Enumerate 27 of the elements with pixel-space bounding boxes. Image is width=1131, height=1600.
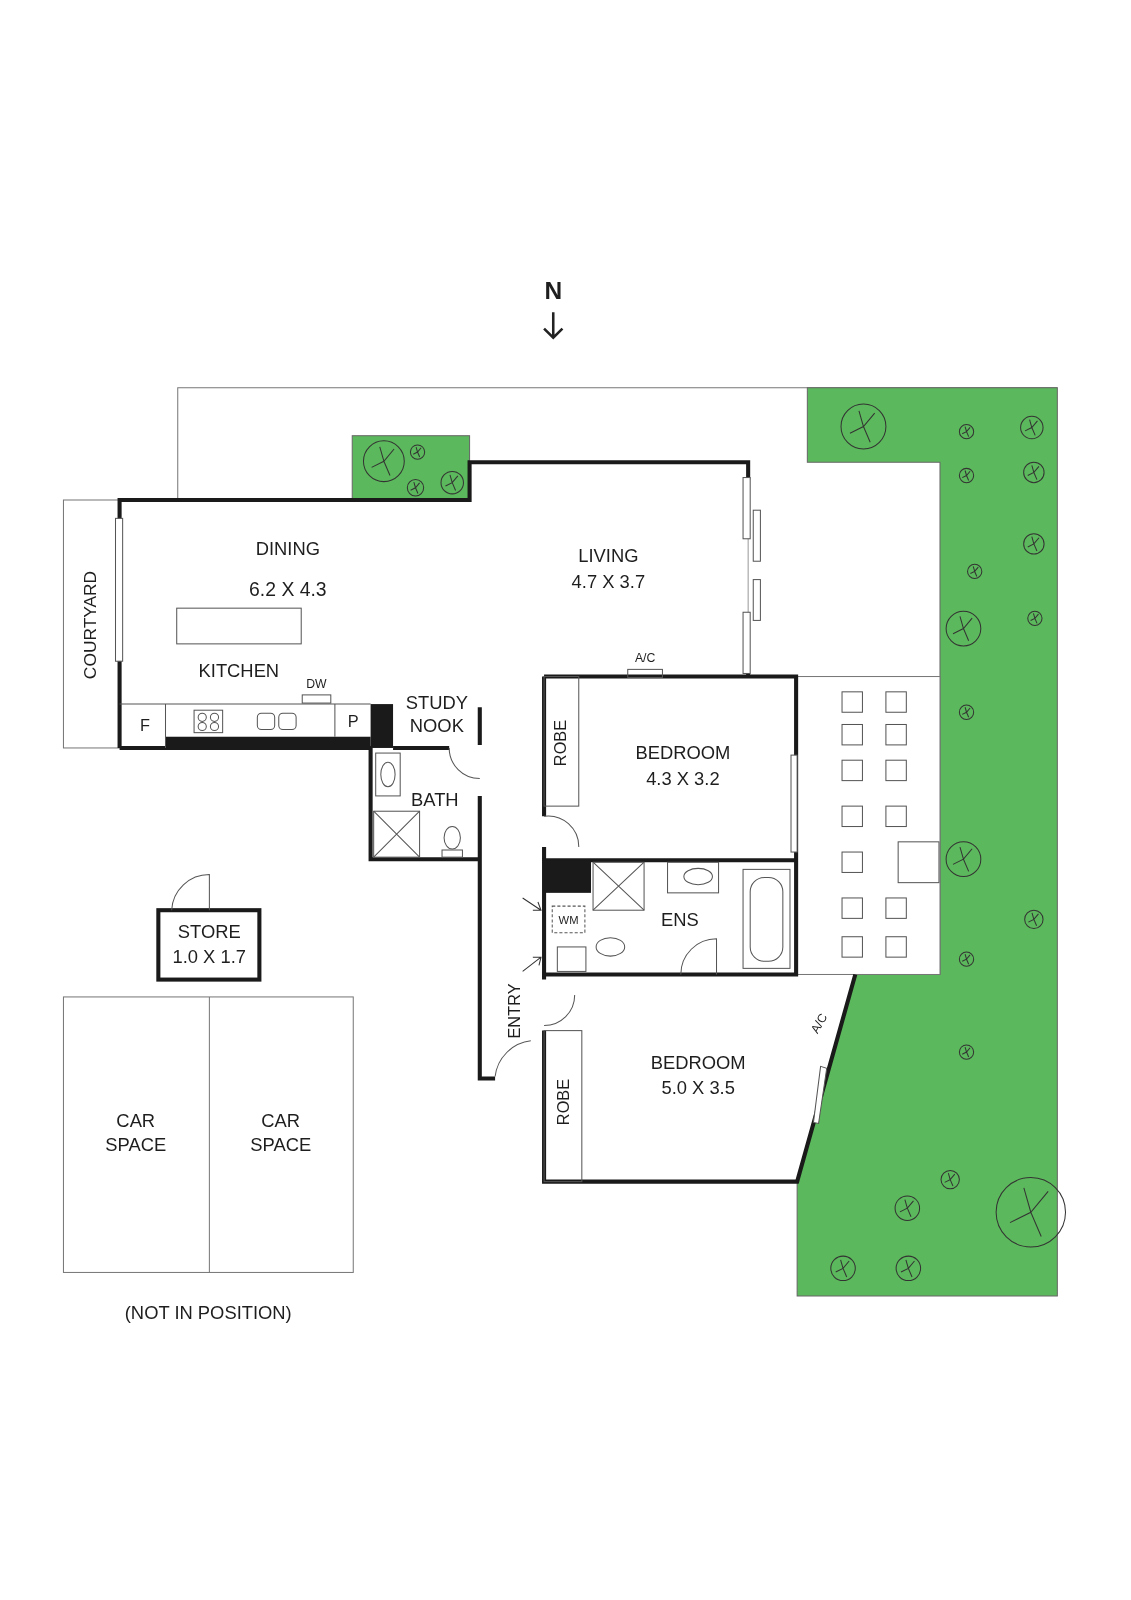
room-label: ROBE	[553, 1079, 574, 1126]
room-label: STUDY NOOK	[404, 690, 469, 739]
room-label: ROBE	[550, 719, 571, 767]
fixture-label: P	[347, 711, 359, 733]
room-label: ENTRY	[504, 983, 525, 1039]
fixture-label: F	[139, 715, 150, 737]
fixture-label: DW	[306, 676, 327, 693]
room-label: CAR SPACE	[249, 1109, 313, 1157]
dimension-label: 5.0 X 3.5	[661, 1076, 735, 1101]
dimension-label: 6.2 X 4.3	[249, 577, 327, 603]
room-label: CAR SPACE	[104, 1109, 168, 1157]
fixture-label: A/C	[634, 651, 656, 668]
dimension-label: 4.7 X 3.7	[571, 569, 646, 594]
compass-label: N	[544, 276, 563, 306]
room-label: BEDROOM	[650, 1050, 746, 1075]
room-label: ENS	[660, 907, 699, 932]
fixture-label: WM	[558, 912, 579, 927]
room-label: KITCHEN	[198, 658, 280, 683]
room-label: DINING	[255, 537, 320, 562]
room-label: LIVING	[578, 544, 639, 569]
room-label: STORE	[177, 920, 241, 944]
room-label: BEDROOM	[635, 741, 731, 766]
room-label: BATH	[411, 788, 459, 813]
dimension-label: 1.0 X 1.7	[172, 945, 246, 970]
dimension-label: 4.3 X 3.2	[646, 766, 720, 791]
room-label: COURTYARD	[78, 570, 101, 679]
note: (NOT IN POSITION)	[124, 1300, 292, 1325]
